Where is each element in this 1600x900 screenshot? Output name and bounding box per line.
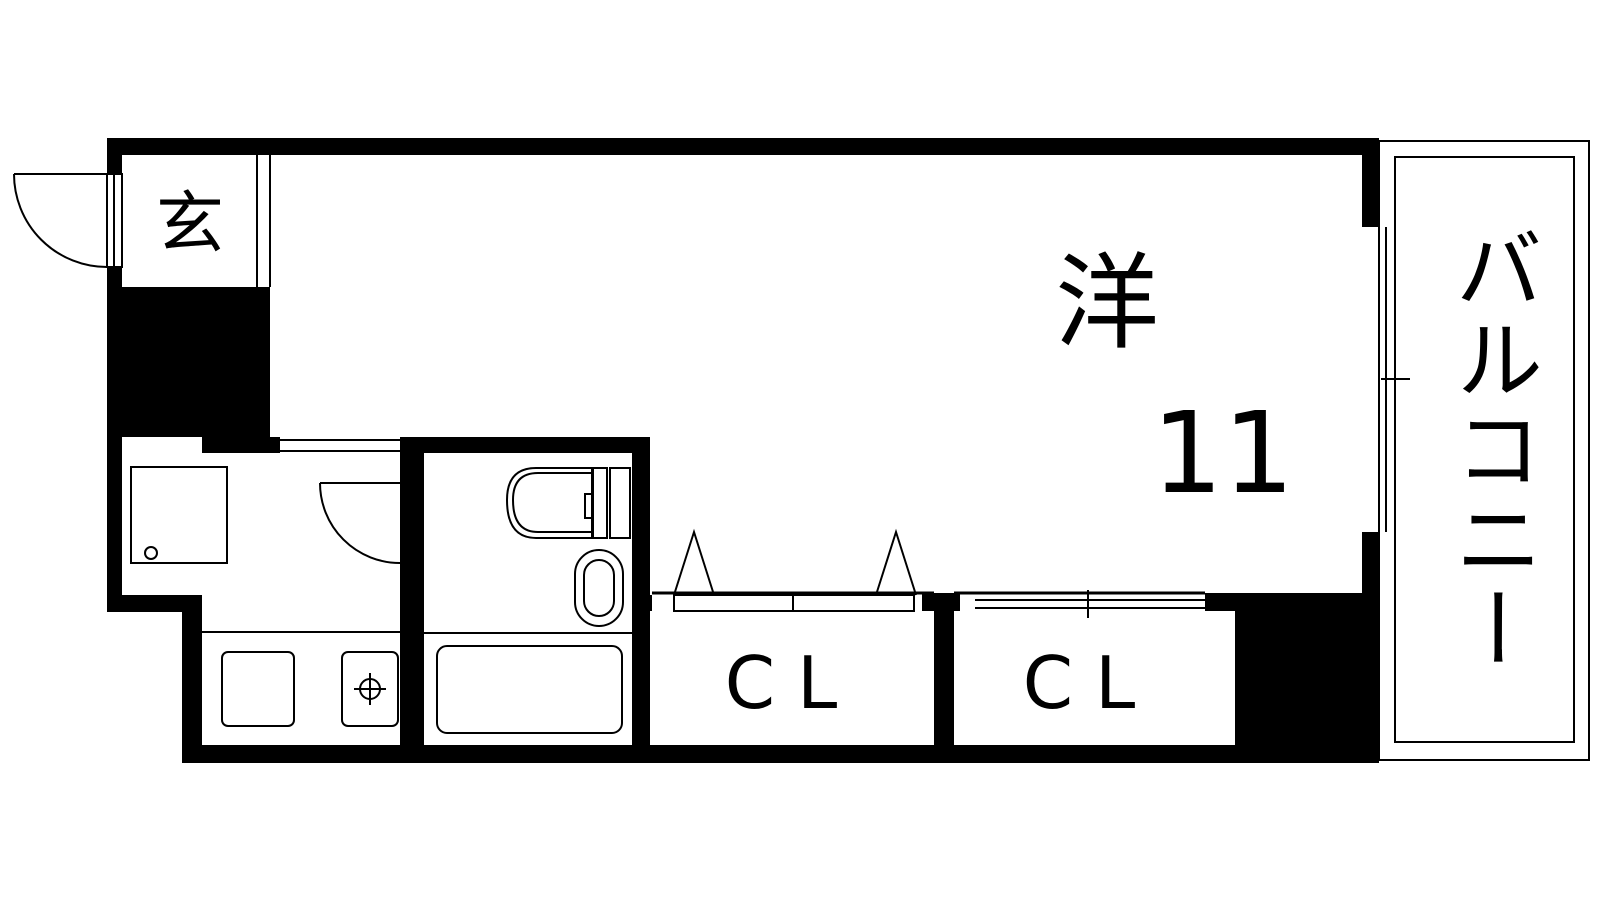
western-room-label: 洋 bbox=[1055, 242, 1159, 364]
toilet-icon bbox=[505, 467, 593, 539]
wall-top bbox=[107, 138, 1379, 155]
wall-left-mid bbox=[107, 287, 270, 437]
wall-step-vertical bbox=[182, 595, 202, 763]
drain-icon bbox=[144, 546, 158, 560]
stove-icon bbox=[341, 651, 399, 727]
closet-left-doors[interactable] bbox=[652, 528, 934, 612]
balcony-outline bbox=[1378, 140, 1590, 761]
walls bbox=[107, 138, 1379, 763]
wall-bath-left bbox=[400, 437, 424, 763]
wall-kitchen-top-right bbox=[202, 437, 280, 453]
closet-left-label: CL bbox=[725, 641, 859, 725]
entrance-label: 玄 bbox=[156, 185, 224, 264]
entrance-sliding-door[interactable] bbox=[256, 155, 271, 287]
wall-corner-block bbox=[1235, 595, 1379, 763]
closet-right-label: CL bbox=[1023, 641, 1157, 725]
wall-entrance-floor bbox=[122, 287, 270, 291]
balcony-label: バルコニー bbox=[1441, 224, 1544, 674]
wall-bottom bbox=[182, 745, 1379, 763]
wall-left-lower bbox=[107, 437, 122, 612]
wall-step-bottom bbox=[107, 595, 202, 612]
wall-cl-divider bbox=[934, 593, 954, 763]
closet-right-doors[interactable] bbox=[954, 590, 1205, 618]
wall-cl-top-left bbox=[632, 595, 652, 611]
washing-machine-pan bbox=[130, 466, 228, 564]
wall-cl-top-right bbox=[1205, 593, 1362, 611]
bath-door[interactable] bbox=[319, 482, 412, 564]
washbasin-icon bbox=[574, 549, 624, 627]
entrance-door[interactable] bbox=[13, 173, 123, 268]
wall-right-upper bbox=[1362, 138, 1379, 227]
western-room-size: 11 bbox=[1152, 389, 1295, 519]
bathroom bbox=[424, 467, 632, 734]
kitchen-area bbox=[130, 439, 400, 727]
wall-bath-top bbox=[400, 437, 650, 453]
sink-icon bbox=[221, 651, 295, 727]
bathtub-icon bbox=[436, 645, 623, 734]
